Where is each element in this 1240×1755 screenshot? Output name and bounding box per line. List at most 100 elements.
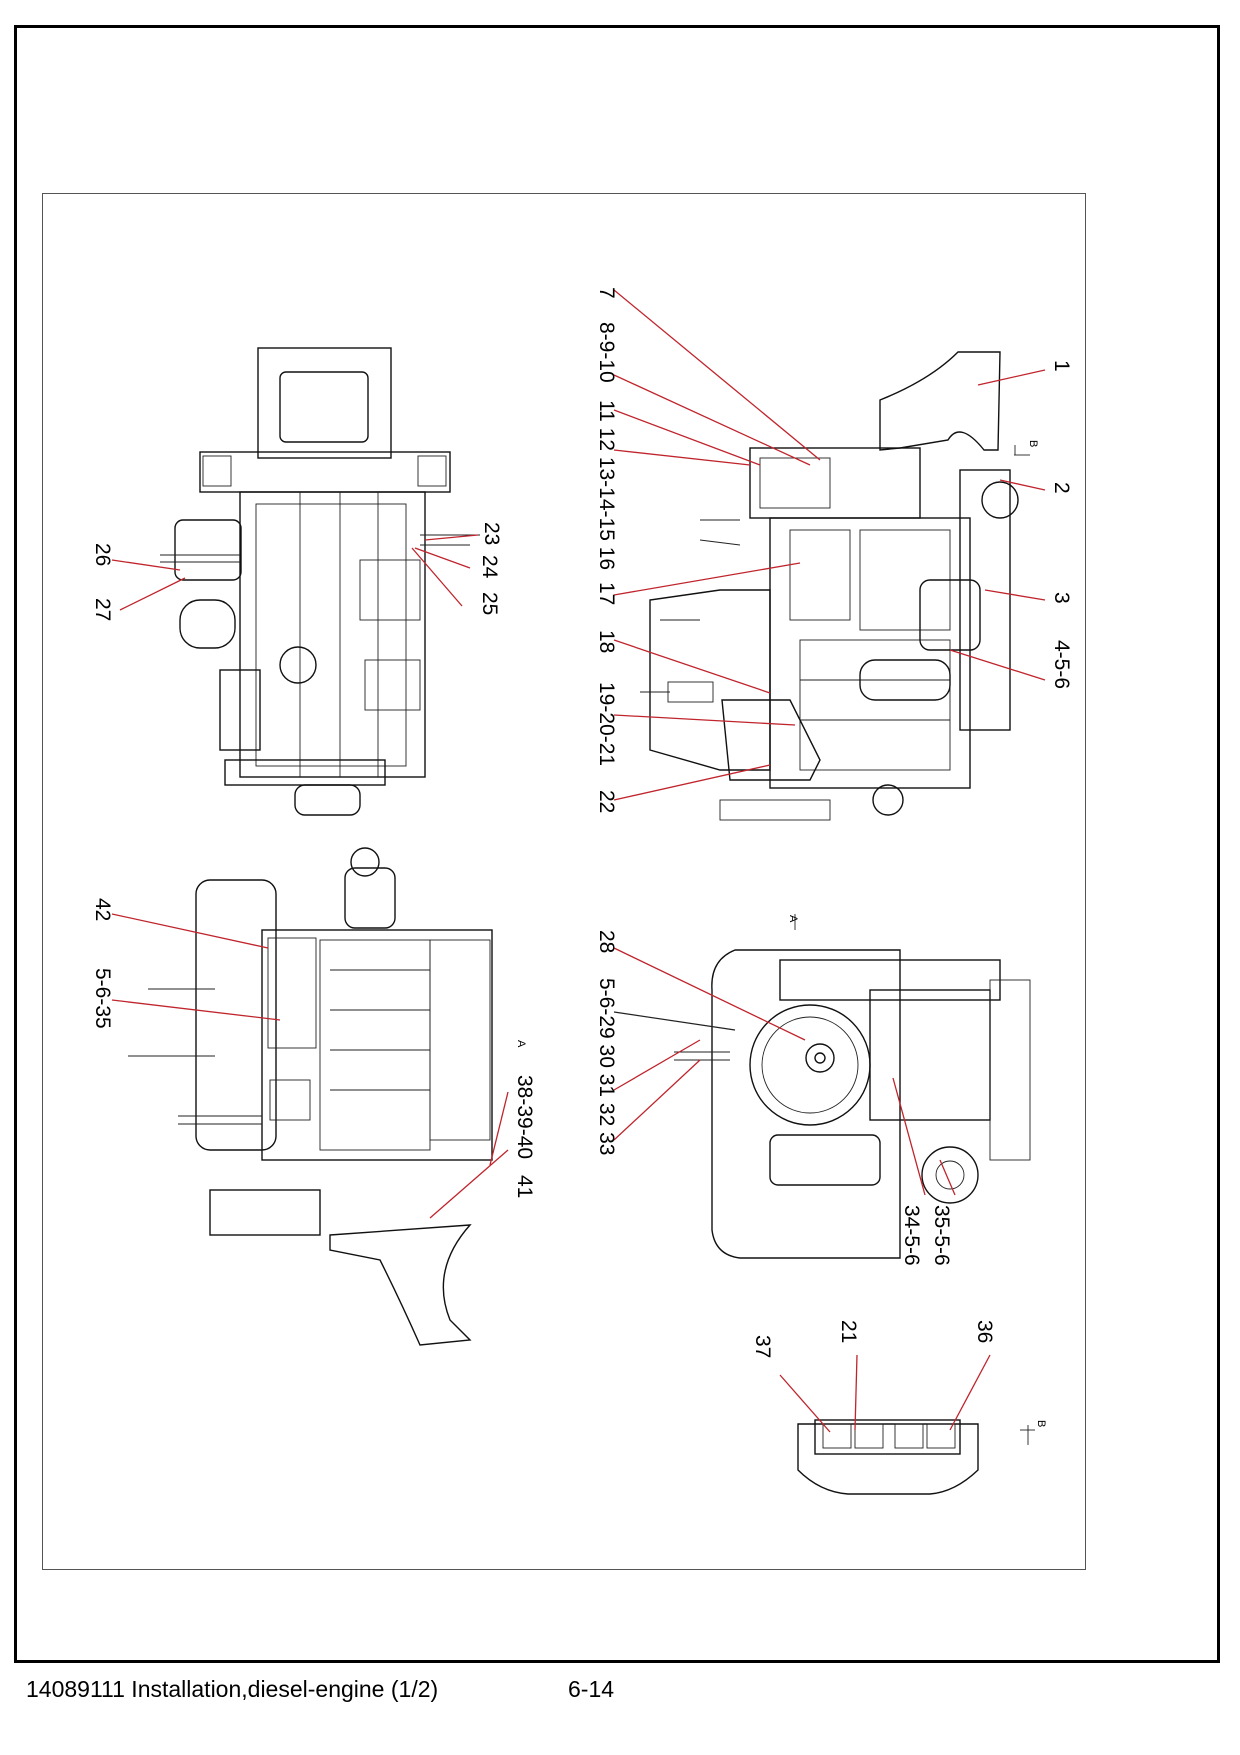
front-view-flywheel — [749, 1004, 871, 1126]
callout-26: 26 — [91, 543, 114, 566]
front-view-top-bar — [779, 959, 1001, 1001]
callout-28: 28 — [595, 930, 618, 953]
callout-8-9-10: 8-9-10 — [595, 322, 618, 383]
front-view-turbo — [921, 1146, 979, 1204]
callout-19-20-21: 19-20-21 — [595, 682, 618, 766]
top-view-left-bracket — [202, 455, 232, 487]
callout-7: 7 — [595, 287, 618, 299]
side-view-lever — [667, 681, 714, 703]
front-view — [674, 914, 1031, 1259]
front-view-hub-center — [814, 1052, 826, 1064]
side-view-valve-cover — [759, 457, 831, 509]
rear-view-side-unit — [429, 939, 491, 1141]
section-detail — [797, 1419, 1035, 1495]
top-view-plate-window — [279, 371, 369, 443]
side-view-injector-bank — [789, 529, 851, 621]
top-view-leaders — [111, 534, 479, 611]
top-view-engine-block — [239, 491, 426, 778]
section-cavity — [814, 1419, 961, 1455]
section-body — [797, 1423, 979, 1495]
side-view-base — [719, 799, 831, 821]
side-view-flywheel-end — [872, 784, 904, 816]
section-bolt-mid — [854, 1423, 884, 1449]
page-number: 6-14 — [568, 1676, 615, 1702]
rear-view-starter — [209, 1189, 321, 1236]
rear-view-cylinder-head — [319, 939, 431, 1151]
rear-view — [128, 847, 493, 1346]
side-view-mark: B — [1027, 440, 1039, 447]
front-view-turbo-inner — [935, 1160, 965, 1190]
callout-38-39-40: 38-39-40 — [513, 1075, 536, 1159]
callout-5-6-29-33: 5-6-29 30 31 32 33 — [595, 978, 618, 1155]
front-view-side-unit — [989, 979, 1031, 1161]
top-view-block-inner — [255, 503, 407, 767]
front-view-flywheel-ring — [761, 1016, 859, 1114]
top-view-pump — [359, 559, 421, 621]
front-view-bellhousing — [711, 949, 901, 1259]
top-view-flywheel-cap — [294, 784, 361, 816]
side-view-bellhousing — [649, 589, 771, 771]
side-view-mount-bracket — [879, 351, 1001, 451]
callout-24: 24 — [478, 555, 501, 579]
section-bolt-right — [926, 1423, 956, 1449]
rear-view-mount-arm — [195, 879, 277, 1151]
side-view — [640, 351, 1030, 821]
top-view-fuel-unit — [364, 659, 421, 711]
callout-41: 41 — [513, 1175, 536, 1198]
top-view — [160, 347, 480, 816]
top-view-filter — [279, 646, 317, 684]
rear-view-filler — [344, 867, 396, 929]
callout-27: 27 — [91, 598, 114, 621]
top-view-intake — [179, 599, 236, 649]
rear-view-mark: A — [515, 1040, 527, 1048]
callout-21: 21 — [837, 1320, 860, 1343]
drawing-caption: 14089111 Installation,diesel-engine (1/2… — [26, 1676, 439, 1702]
section-bolt-left — [822, 1423, 852, 1449]
side-view-crankcase — [799, 639, 951, 771]
callout-37: 37 — [751, 1335, 774, 1358]
callout-3: 3 — [1050, 592, 1073, 604]
callout-18: 18 — [595, 630, 618, 653]
callout-22: 22 — [595, 790, 618, 813]
rear-view-bracket-42 — [267, 937, 317, 1049]
top-view-turbo-housing — [174, 519, 242, 581]
side-view-pulley — [981, 481, 1019, 519]
callout-17: 17 — [595, 582, 618, 605]
front-view-hub — [805, 1043, 835, 1073]
callout-4-5-6: 4-5-6 — [1050, 640, 1073, 689]
drawing-frame — [42, 193, 1086, 1570]
section-view-mark: B — [1035, 1420, 1047, 1427]
side-view-foot — [721, 699, 821, 781]
callout-35-5-6: 35-5-6 — [930, 1205, 953, 1266]
callout-23: 23 — [480, 522, 503, 545]
callout-1: 1 — [1050, 360, 1073, 372]
front-view-mark: A — [787, 915, 799, 923]
rear-view-leaders — [111, 913, 509, 1219]
top-view-right-bracket — [417, 455, 447, 487]
callout-34-5-6: 34-5-6 — [900, 1205, 923, 1266]
callout-11-16: 11 12 13-14-15 16 — [595, 400, 618, 570]
top-view-mounting-plate — [257, 347, 392, 459]
front-view-plate — [869, 989, 991, 1121]
side-view-leaders — [613, 289, 1046, 801]
top-view-side-unit — [219, 669, 261, 751]
callout-36: 36 — [973, 1320, 996, 1343]
callout-25: 25 — [478, 592, 501, 615]
front-view-leaders — [613, 947, 956, 1196]
rear-view-foot-bracket — [329, 1224, 472, 1346]
page-border — [14, 25, 1220, 1663]
side-view-front-cover — [959, 469, 1011, 731]
callout-2: 2 — [1050, 482, 1073, 494]
section-bolt-mid2 — [894, 1423, 924, 1449]
section-leaders — [779, 1354, 991, 1433]
top-view-rear-plate — [224, 759, 386, 786]
front-view-starter — [769, 1134, 881, 1186]
side-view-starter — [859, 659, 951, 701]
side-view-head — [749, 447, 921, 519]
rear-view-block — [261, 929, 493, 1161]
callout-5-6-35: 5-6-35 — [91, 968, 114, 1029]
callout-42: 42 — [91, 898, 114, 921]
rear-view-filler-cap — [350, 847, 380, 877]
rear-view-pump — [269, 1079, 311, 1121]
